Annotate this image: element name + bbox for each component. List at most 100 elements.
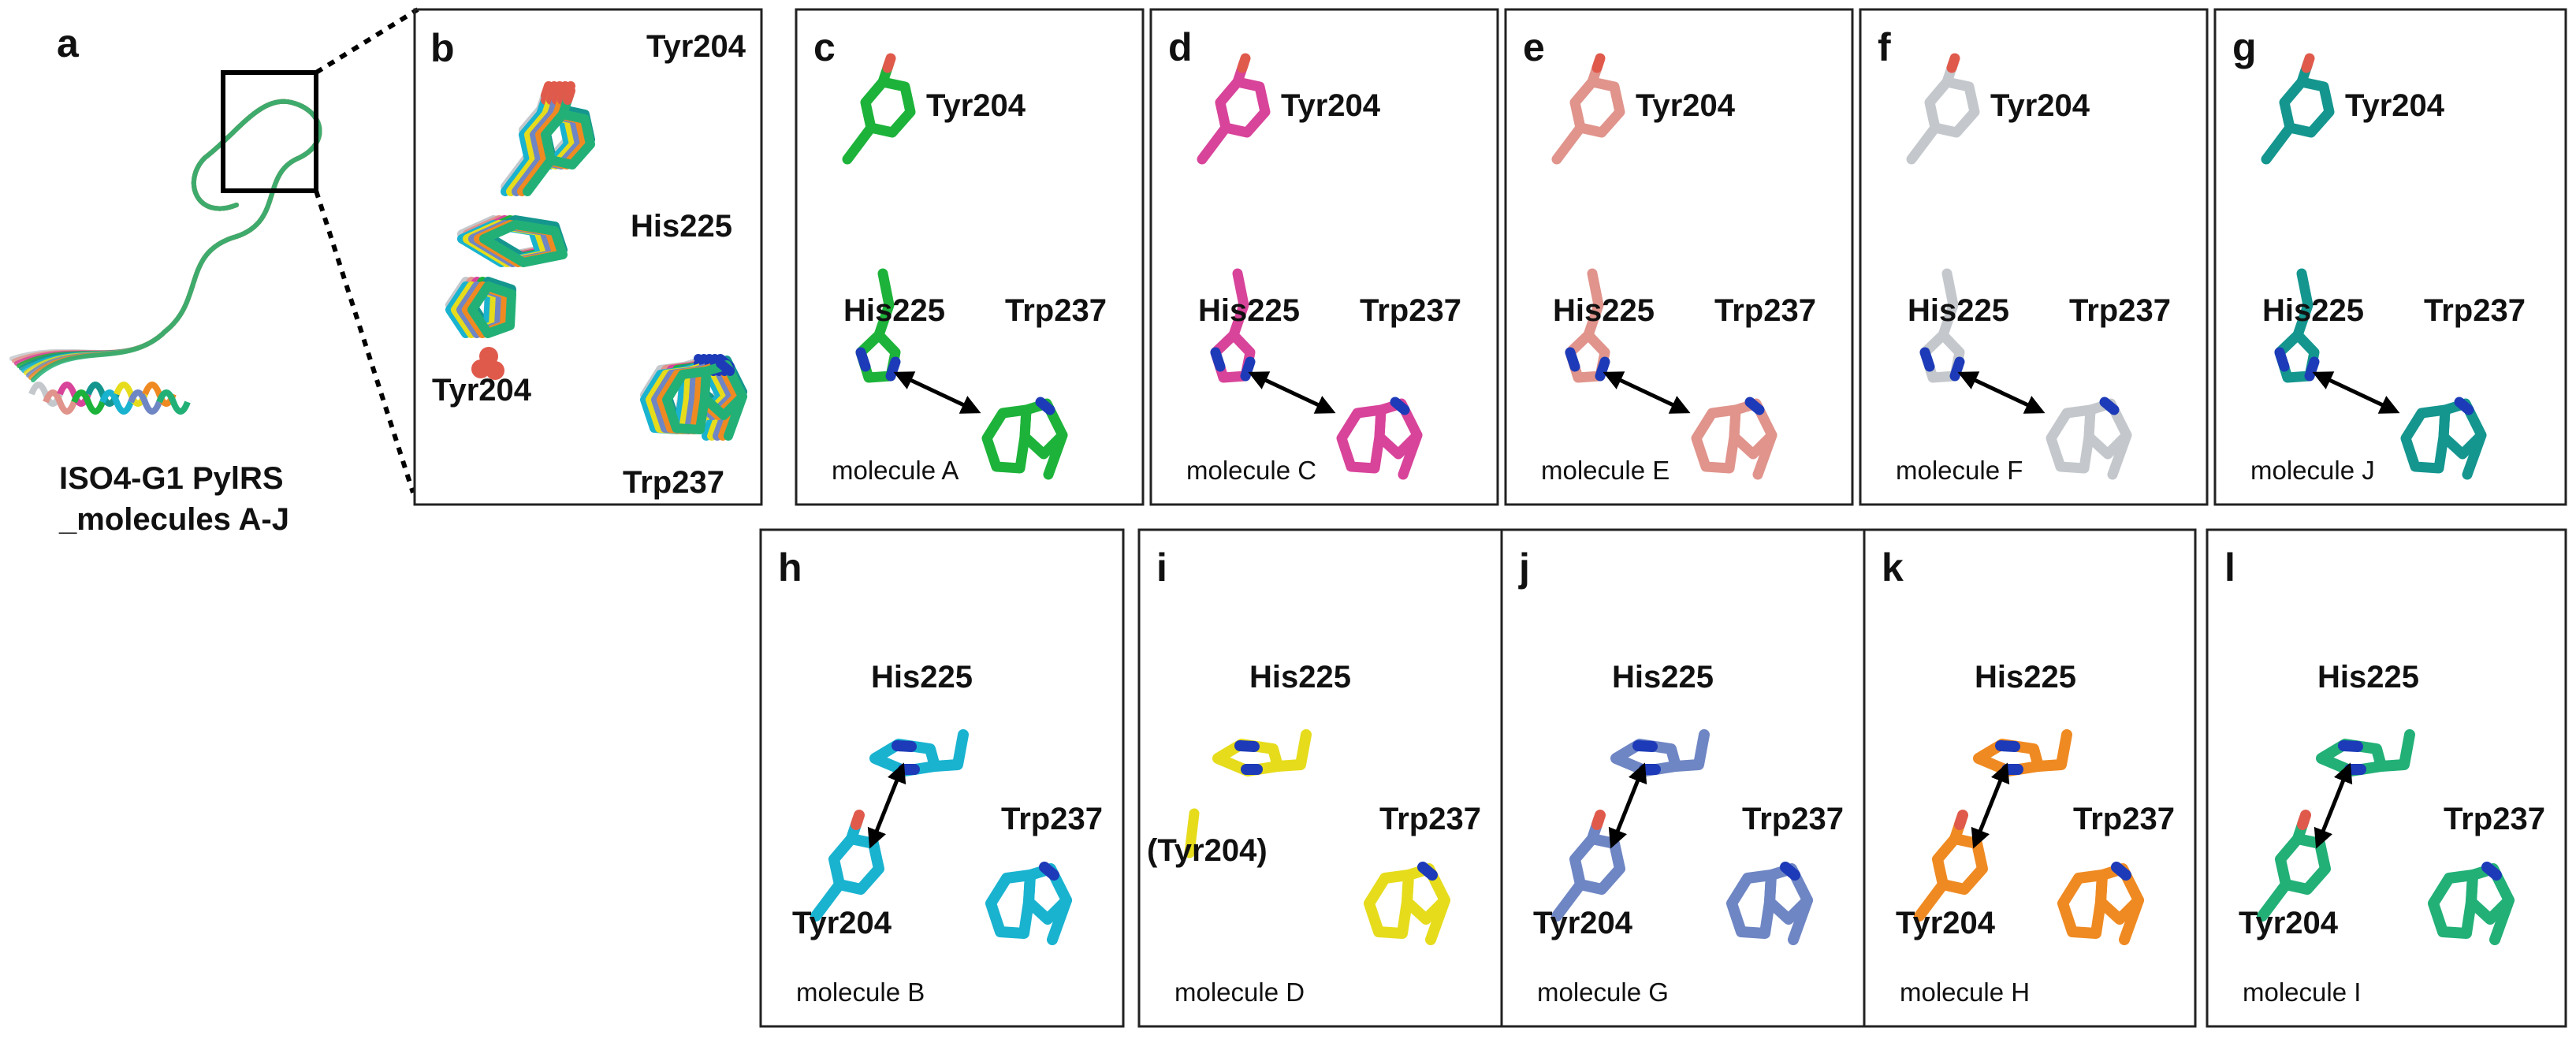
superposed-molecule-I [467,86,747,441]
tyrosine-oxygen [1954,810,1968,830]
oxygen-sphere-2 [486,361,504,380]
tyrosine-oxygen [1237,53,1251,73]
tryptophan-nitrogen [1780,862,1800,881]
ribbon-strand-1 [12,99,322,363]
molecule-label-e: molecule E [1541,456,1670,485]
tyrosine-ring [1924,76,1980,138]
tyr204-sticks-h [810,810,884,922]
superposed-residues [445,81,747,441]
panel-label-h: h [778,546,802,590]
tryptophan-benzene-ring [2400,404,2451,474]
panel-label-g: g [2232,25,2257,69]
ribbon-helix-1 [43,389,77,415]
tyrosine-side-chain [1914,879,1949,922]
residue-label-trp237-d: Trp237 [1360,293,1461,328]
tryptophan-benzene-ring [985,870,1036,939]
panel-label-l: l [2224,546,2235,590]
tyrosine-side-chain [523,155,556,196]
residue-label-his225-f: His225 [1908,293,2009,328]
residue-label-his225-l: His225 [2317,660,2419,695]
residue-label-trp237-c: Trp237 [1005,293,1107,328]
panel-i-frame [1137,528,1503,1028]
panel-l-frame [2206,528,2567,1028]
tyr204-sticks-c [842,53,916,165]
trp237-sticks-k [2057,862,2144,945]
distance-arrow-e [1603,371,1691,414]
ribbon-helix-6 [114,382,148,407]
tryptophan-nitrogen [1390,397,1410,415]
superposed-tyr204-ring-I [467,281,516,338]
tryptophan-benzene-ring [2428,870,2478,939]
tyrosine-side-chain [2261,122,2295,165]
tyrosine-side-chain [810,879,845,922]
residue-label-his225-e: His225 [1553,293,1655,328]
residue-label-tyr204-j: Tyr204 [1533,906,1633,940]
panel-label-k: k [1882,546,1904,590]
tryptophan-benzene-ring [1691,404,1741,474]
his225-sticks-k [1973,729,2072,776]
residue-label-tyr204-d: Tyr204 [1281,88,1381,123]
superposed-his225-ring-I [479,220,568,267]
tryptophan-nitrogen [716,359,735,376]
ribbon-strand-0 [9,99,322,361]
residue-label-trp237-k: Trp237 [2073,802,2175,836]
tyrosine-oxygen [546,86,559,105]
zoom-line-bottom [314,190,415,493]
panel-label-e: e [1523,25,1545,69]
residue-label-his225-j: His225 [1612,660,1714,695]
residue-label-tyr204-e: Tyr204 [1636,88,1736,123]
trp237-sticks-j [1726,862,1813,945]
panel-label-i: i [1156,546,1167,590]
panel-label-a: a [57,21,80,65]
histidine-nitrogen-2 [2304,356,2320,382]
distance-arrow-l [2314,762,2353,849]
histidine-nitrogen-1 [855,347,871,372]
tyr204-sticks-d [1197,53,1271,165]
ribbon-strand-6 [24,99,322,375]
residue-label-his225: His225 [631,209,732,244]
ribbon-strand-2 [14,99,322,366]
distance-arrow-k [1971,762,2010,849]
his225-sticks-f [1919,268,1965,383]
residue-label-trp237-e: Trp237 [1714,293,1816,328]
his225-sticks-j [1610,729,1710,776]
trp237-sticks-c [981,397,1068,480]
ribbon-helix-8 [142,382,177,407]
histidine-nitrogen-2 [1949,356,1965,382]
residue-label-tyr204-c: Tyr204 [926,88,1026,123]
panel-h-frame [759,528,1125,1028]
his225-sticks-g [2274,268,2320,383]
residue-label-tyr204-i: (Tyr204) [1147,833,1268,868]
residue-label-his225-k: His225 [1975,660,2076,695]
distance-arrow-h [867,762,906,849]
tryptophan-nitrogen [1039,862,1059,881]
his225-sticks-c [855,268,901,383]
distance-arrow-j [1608,762,1647,849]
zoom-box [221,70,318,193]
histidine-side-chain [2376,729,2415,772]
panel-k-frame [1863,528,2197,1028]
ribbon-strand-5 [21,99,322,373]
molecule-label-j: molecule G [1537,978,1669,1007]
ribbon-helix-3 [71,389,106,415]
histidine-side-chain [1938,268,1959,341]
tyrosine-side-chain [2257,879,2291,922]
tryptophan-nitrogen [1744,397,1765,415]
tyrosine-oxygen [882,53,896,73]
tyr204-sticks-e [1551,53,1625,165]
residue-label-trp237-j: Trp237 [1742,802,1844,836]
tryptophan-benzene-ring [2046,404,2096,474]
distance-arrow-f [1957,371,2046,414]
molecule-label-k: molecule H [1900,978,2030,1007]
residue-label-tyr204-g: Tyr204 [2345,88,2445,123]
tyrosine-oxygen [1591,810,1606,830]
histidine-side-chain [1670,729,1710,772]
his225-sticks-d [1210,268,1256,383]
distance-arrow-c [893,371,981,414]
